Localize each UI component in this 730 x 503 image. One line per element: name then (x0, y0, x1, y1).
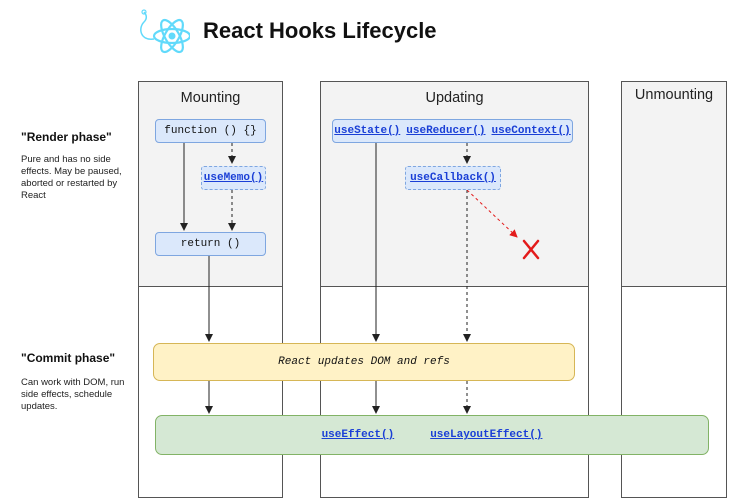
usecallback-link[interactable]: useCallback() (410, 172, 496, 184)
effects-box: useEffect() useLayoutEffect() (155, 415, 709, 455)
column-label-unmounting: Unmounting (634, 87, 714, 103)
mounting-commit-area (138, 286, 283, 498)
dom-update-box: React updates DOM and refs (153, 343, 575, 381)
column-label-mounting: Mounting (180, 90, 241, 106)
page-title: React Hooks Lifecycle (203, 18, 437, 43)
unmounting-render-area (621, 81, 727, 287)
render-phase-title: "Render phase" (21, 130, 112, 144)
render-phase-description: Pure and has no side effects. May be pau… (21, 154, 122, 201)
dom-update-label: React updates DOM and refs (278, 356, 450, 368)
return-label: return () (180, 238, 241, 250)
cancel-x-icon (522, 239, 540, 260)
usecallback-box: useCallback() (405, 166, 501, 190)
react-logo-icon (134, 8, 192, 58)
commit-phase-title: "Commit phase" (21, 351, 116, 365)
usememo-box: useMemo() (201, 166, 266, 190)
state-hooks-box: useState() useReducer() useContext() (332, 119, 573, 143)
useeffect-link[interactable]: useEffect() (321, 429, 395, 441)
usestate-link[interactable]: useState() (334, 125, 401, 137)
function-component-box: function () {} (155, 119, 266, 143)
updating-commit-area (320, 286, 589, 498)
commit-phase-description: Can work with DOM, run side effects, sch… (21, 377, 125, 412)
usecontext-link[interactable]: useContext() (491, 125, 571, 137)
function-component-label: function () {} (164, 125, 257, 137)
usememo-link[interactable]: useMemo() (203, 172, 264, 184)
usereducer-link[interactable]: useReducer() (406, 125, 486, 137)
uselayouteffect-link[interactable]: useLayoutEffect() (430, 429, 543, 441)
column-label-updating: Updating (425, 90, 484, 106)
unmounting-commit-area (621, 286, 727, 498)
return-box: return () (155, 232, 266, 256)
